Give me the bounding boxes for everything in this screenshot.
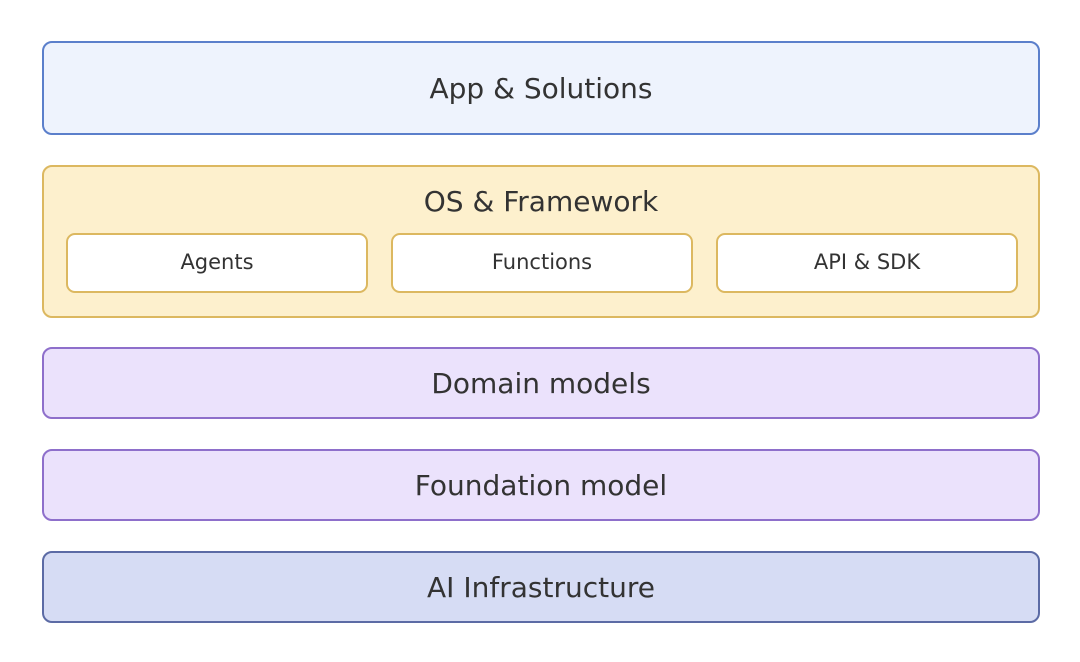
- layer-os-framework: OS & Framework Agents Functions API & SD…: [42, 165, 1040, 318]
- layer-foundation-model-label: Foundation model: [414, 469, 668, 502]
- layer-domain-models: Domain models: [42, 347, 1040, 419]
- layer-domain-models-label: Domain models: [431, 367, 651, 400]
- component-functions: Functions: [391, 233, 693, 293]
- layer-app-solutions: App & Solutions: [42, 41, 1040, 135]
- component-agents: Agents: [66, 233, 368, 293]
- layer-foundation-model: Foundation model: [42, 449, 1040, 521]
- layer-app-solutions-label: App & Solutions: [429, 72, 653, 105]
- layer-ai-infrastructure: AI Infrastructure: [42, 551, 1040, 623]
- layer-ai-infrastructure-label: AI Infrastructure: [427, 571, 655, 604]
- component-api-sdk: API & SDK: [716, 233, 1018, 293]
- layer-os-framework-label: OS & Framework: [423, 185, 659, 218]
